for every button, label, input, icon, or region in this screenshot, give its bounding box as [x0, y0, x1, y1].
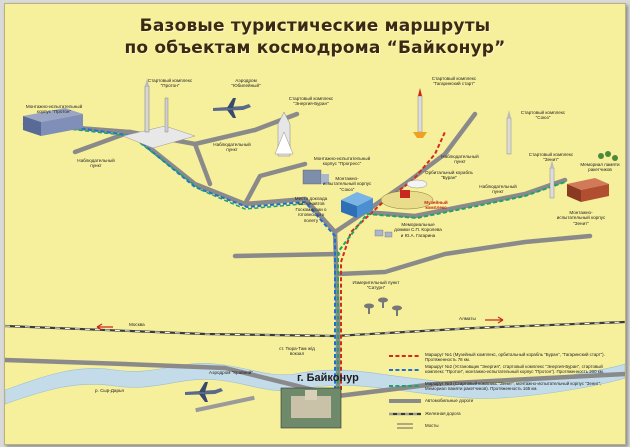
label-houses: Мемориальные домики С.П. Королева и Ю.А.… [394, 222, 442, 238]
legend-route-2: Маршрут №2 (Установщик "Энергия", старто… [425, 364, 604, 375]
railway [5, 320, 625, 338]
gagarin-rocket [413, 88, 427, 138]
label-cosmonauts: Место доклада космонавтов Госкомиссии о … [294, 196, 328, 223]
route-3-line [337, 181, 566, 390]
river [5, 363, 625, 405]
label-moscow: Москва [129, 322, 145, 327]
label-soyuz-corpus: Монтажно-испытательный корпус "Союз" [322, 176, 372, 192]
label-krainiy: Аэродром "Крайний" [208, 370, 254, 375]
route-3-branch [59, 127, 304, 210]
label-soyuz-launch: Стартовый комплекс "Союз" [520, 110, 566, 121]
roads [5, 111, 625, 399]
legend-bridges: Мосты [425, 423, 439, 428]
label-energia-buran: Стартовый комплекс "Энергия-Буран" [288, 96, 334, 107]
memorial-houses [374, 229, 393, 238]
label-gagarin-start: Стартовый комплекс "Гагаринский старт" [431, 76, 477, 87]
airplane-krainiy-icon [185, 382, 223, 402]
label-obs-point-2: Наблюдательный пункт [441, 154, 479, 165]
label-obs-point-3: Наблюдательный пункт [479, 184, 517, 195]
saturn-antennas [364, 297, 402, 316]
progress-building [302, 169, 329, 185]
label-almaty: Алматы [459, 316, 476, 321]
label-proton-launch: Стартовый комплекс "Протон" [147, 78, 193, 89]
legend-swatches [389, 355, 421, 429]
label-ub-airfield: Аэродром "Юбилейный" [231, 78, 261, 89]
airplane-icon [213, 98, 251, 118]
legend-route-3: Маршрут №3 (Стартовый комплекс "Зенит", … [425, 381, 602, 392]
legend-railway: Железная дорога [425, 411, 461, 416]
legend-roads: Автомобильные дороги [425, 398, 474, 403]
label-city: г. Байконур [297, 372, 359, 384]
soyuz-rocket [506, 110, 512, 155]
label-buran-ship: Орбитальный корабль "Буран" [425, 170, 473, 181]
buran-ship [406, 179, 428, 189]
label-syr-darya: р. Сыр-Дарья [95, 388, 124, 393]
map-subtitle: по объектам космодрома “Байконур” [124, 38, 506, 58]
arrow-moscow-icon [96, 323, 113, 331]
route-1-line [340, 131, 446, 390]
arrow-almaty-icon [485, 316, 504, 324]
energia-buran-rocket [274, 111, 294, 157]
label-obs-point-1: Наблюдательный пункт [77, 158, 115, 169]
zenit-rocket [549, 160, 555, 199]
label-zenit-launch: Стартовый комплекс "Зенит" [528, 152, 574, 163]
label-proton-corpus: Монтажно-испытательный корпус "Протон" [25, 104, 83, 115]
label-memorial-trees: Мемориал памяти ракетчиков [580, 162, 620, 173]
proton-launch-pad [122, 78, 196, 149]
label-museum: Музейный комплекс [424, 200, 448, 211]
proton-corpus-building [23, 108, 83, 136]
label-obs-point-4: Наблюдательный пункт [213, 142, 251, 153]
label-progress: Монтажно-испытательный корпус "Прогресс" [313, 156, 371, 167]
label-saturn: Измерительный пункт "Сатурн" [352, 280, 400, 291]
map-title: Базовые туристические маршруты [139, 16, 491, 36]
map-frame: Базовые туристические маршруты по объект… [4, 3, 626, 445]
label-zenit-corpus: Монтажно-испытательный корпус "Зенит" [556, 210, 606, 226]
soyuz-corpus-building [341, 192, 373, 218]
label-tyura-tam: ст. Тюра-Там ж/д вокзал [279, 346, 315, 357]
map-drawing [5, 78, 625, 429]
memorial-trees [598, 151, 618, 161]
runway [195, 395, 255, 413]
legend-route-1: Маршрут №1 (Музейный комплекс, орбитальн… [425, 352, 605, 363]
zenit-corpus-building [567, 178, 609, 202]
museum-building [380, 190, 434, 210]
city-photo [280, 387, 342, 429]
